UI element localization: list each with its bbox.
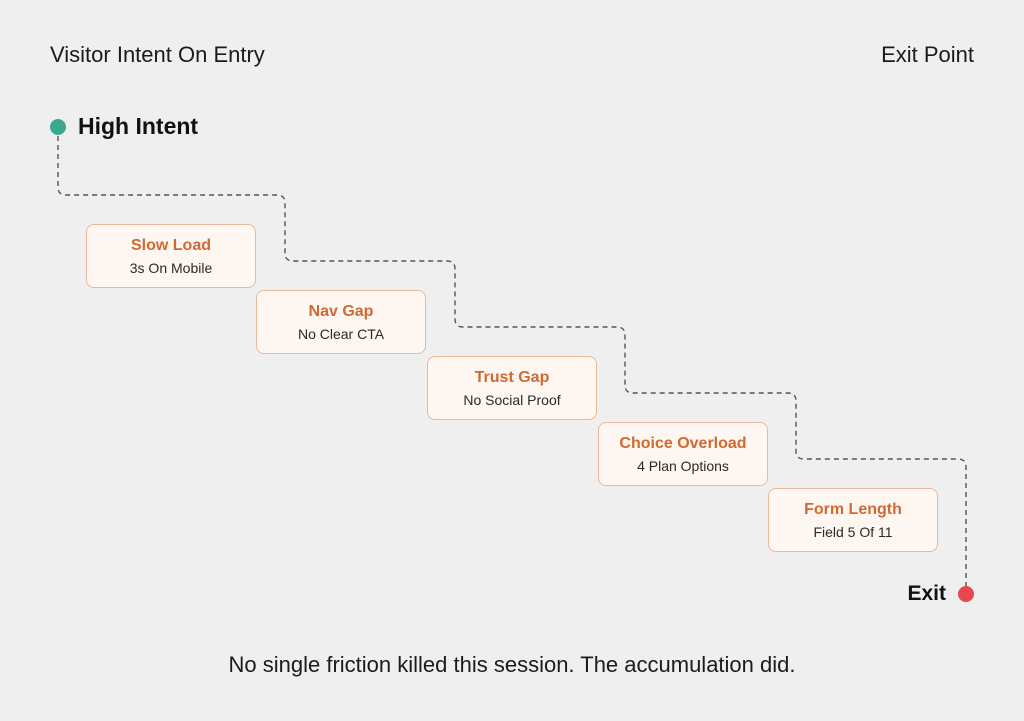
step-subtitle: 4 Plan Options xyxy=(637,458,729,474)
step-title: Choice Overload xyxy=(619,435,747,452)
step-card-trust-gap: Trust Gap No Social Proof xyxy=(427,356,597,420)
start-dot xyxy=(50,119,66,135)
step-subtitle: 3s On Mobile xyxy=(129,260,213,276)
caption: No single friction killed this session. … xyxy=(228,652,796,677)
step-title: Form Length xyxy=(804,501,902,518)
step-title: Nav Gap xyxy=(308,303,374,320)
exit-label: Exit xyxy=(907,582,946,605)
step-subtitle: Field 5 Of 11 xyxy=(813,524,893,540)
step-card-nav-gap: Nav Gap No Clear CTA xyxy=(256,290,426,354)
exit-dot xyxy=(958,586,974,602)
step-subtitle: No Social Proof xyxy=(463,392,561,408)
start-label: High Intent xyxy=(78,113,199,139)
step-card-choice-overload: Choice Overload 4 Plan Options xyxy=(598,422,768,486)
step-card-slow-load: Slow Load 3s On Mobile xyxy=(86,224,256,288)
step-title: Trust Gap xyxy=(474,369,550,386)
dashed-staircase-line xyxy=(57,127,967,594)
step-card-form-length: Form Length Field 5 Of 11 xyxy=(768,488,938,552)
step-subtitle: No Clear CTA xyxy=(297,326,385,342)
header-entry-label: Visitor Intent On Entry xyxy=(50,42,265,67)
step-title: Slow Load xyxy=(131,237,211,254)
header-exit-label: Exit Point xyxy=(881,42,974,67)
